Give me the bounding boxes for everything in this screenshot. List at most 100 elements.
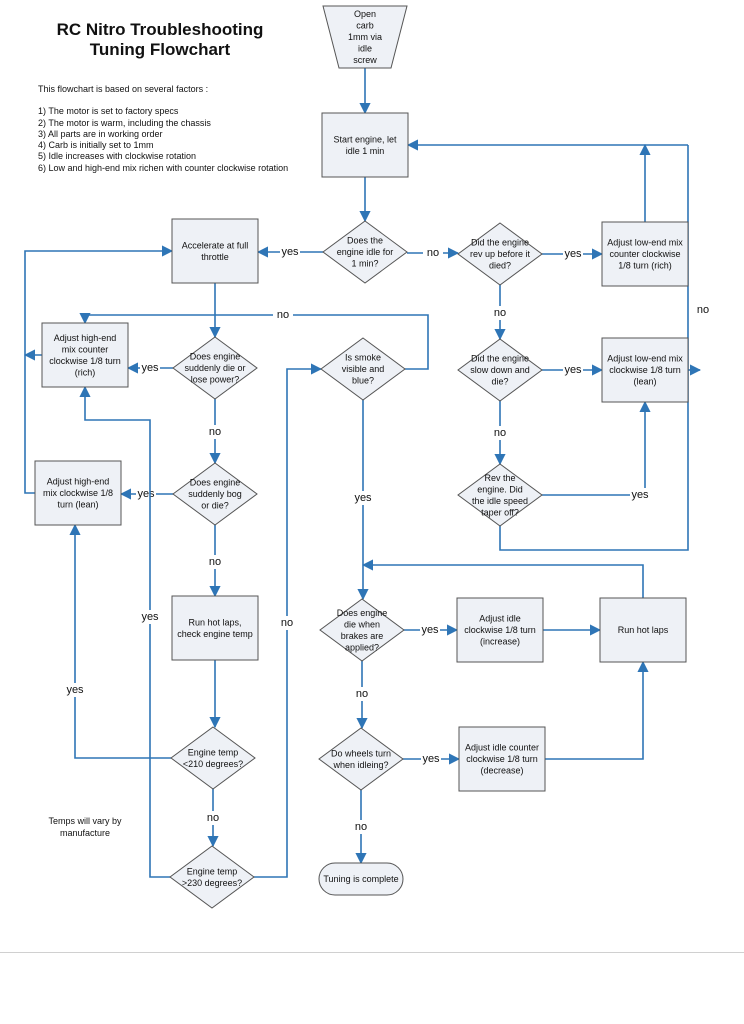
node-text-line: brakes are [341, 631, 384, 641]
connector-line [69, 523, 171, 759]
connector-label-no: no [209, 556, 221, 568]
connector-wheels-to-complete: no [351, 790, 371, 865]
node-text-line: 1/8 turn (rich) [618, 261, 672, 271]
node-text-line: clockwise 1/8 turn [464, 625, 536, 635]
node-text-line: suddenly bog [188, 489, 242, 499]
decision-diamond [319, 598, 405, 662]
label-background [205, 555, 225, 569]
decision-diamond [320, 337, 406, 401]
node-text-line: clockwise 1/8 turn [466, 754, 538, 764]
connector-idle_dec-to-hot_laps [545, 660, 649, 760]
node-text-line: Run hot laps [618, 625, 669, 635]
label-background [205, 425, 225, 439]
label-background [490, 306, 510, 320]
node-text-line: idle 1 min [346, 146, 385, 156]
label-background [423, 246, 443, 260]
node-text-line: Did the engine [471, 238, 529, 248]
decision-diamond [170, 726, 256, 790]
connector-label-no: no [277, 309, 289, 321]
connector-temp_210-to-temp_230: no [203, 789, 223, 848]
node-text-line: <210 degrees? [183, 759, 243, 769]
label-background [353, 491, 373, 505]
node-temp-230: Engine temp >230 degrees? [169, 845, 255, 909]
decision-diamond [172, 462, 258, 526]
connector-label-yes: yes [631, 489, 649, 501]
process-box [599, 597, 687, 663]
node-text-line: counter clockwise [609, 249, 680, 259]
assumption-item: 2) The motor is warm, including the chas… [38, 117, 211, 128]
node-text-line: clockwise 1/8 turn [609, 365, 681, 375]
node-text-line: visible and [342, 364, 385, 374]
label-background [277, 616, 297, 630]
label-background [421, 752, 441, 766]
node-text-line: Adjust low-end mix [607, 354, 683, 364]
node-text-line: carb [356, 21, 374, 31]
connector-smoke-to-brakes: yes [353, 400, 373, 601]
decision-diamond [457, 222, 543, 286]
label-background [273, 308, 293, 322]
connector-line [24, 245, 174, 494]
label-background [420, 623, 440, 637]
node-text-line: taper off? [481, 507, 519, 517]
connector-rev_up-to-low_rich: yes [542, 247, 604, 261]
node-text-line: Accelerate at full [182, 240, 249, 250]
decision-diamond [457, 338, 543, 402]
node-text-line: Does engine [190, 352, 241, 362]
node-text-line: blue? [352, 376, 374, 386]
connector-high_lean-to-accelerate [24, 245, 174, 494]
connector-label-yes: yes [354, 492, 372, 504]
connector-label-yes: yes [137, 488, 155, 500]
process-box [171, 218, 259, 284]
node-complete: Tuning is complete [318, 862, 404, 896]
node-text-line: engine. Did [477, 484, 523, 494]
terminator-pill [318, 862, 404, 896]
node-text-line: Do wheels turn [331, 748, 391, 758]
node-text-line: die? [491, 377, 508, 387]
node-text-line: Tuning is complete [323, 874, 398, 884]
label-background [203, 811, 223, 825]
connector-label-yes: yes [564, 248, 582, 260]
label-background [630, 488, 650, 502]
node-text-line: (rich) [75, 367, 96, 377]
node-text-line: 1mm via [348, 32, 382, 42]
connector-label-no: no [494, 307, 506, 319]
node-text-line: rev up before it [470, 249, 531, 259]
node-text-line: Does engine [337, 608, 388, 618]
label-background [351, 820, 371, 834]
decision-diamond [169, 845, 255, 909]
connector-idle_1min-to-accelerate: yes [256, 245, 323, 259]
connector-rev_taper-to-low_lean: yes [542, 400, 651, 502]
assumption-item: 3) All parts are in working order [38, 128, 163, 139]
node-text-line: the idle speed [472, 496, 528, 506]
label-background [280, 245, 300, 259]
process-box [34, 460, 122, 526]
decision-diamond [457, 463, 543, 527]
connector-label-no: no [281, 617, 293, 629]
connector-label-no: no [494, 427, 506, 439]
connector-label-no: no [207, 812, 219, 824]
node-text-line: when idleing? [332, 760, 388, 770]
assumption-item: 6) Low and high-end mix richen with coun… [38, 162, 289, 173]
connector-line [79, 312, 429, 370]
node-hot-laps-temp: Run hot laps,check engine temp [171, 595, 259, 661]
node-text-line: >230 degrees? [182, 878, 242, 888]
node-text-line: Engine temp [187, 866, 238, 876]
label-background [352, 687, 372, 701]
node-wheels: Do wheels turn when idleing? [318, 727, 404, 791]
connector-line [542, 400, 651, 496]
node-text-line: or die? [201, 501, 229, 511]
connector-label-yes: yes [141, 611, 159, 623]
connector-label-yes: yes [141, 362, 159, 374]
node-text-line: (increase) [480, 637, 520, 647]
node-text-line: engine idle for [337, 247, 394, 257]
node-text-line: mix clockwise 1/8 [43, 488, 113, 498]
